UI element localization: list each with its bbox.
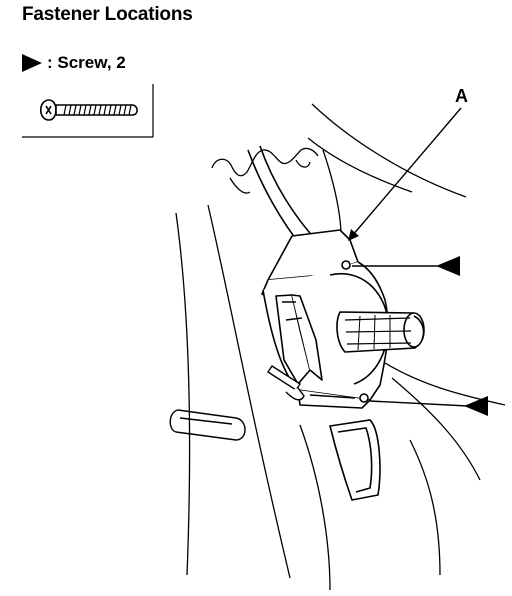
upper-screw-hole [341,260,351,270]
panel-cutout [329,419,381,501]
legend-separator: : [47,53,58,72]
filled-triangle-pointer-icon [436,256,460,276]
filled-triangle-pointer-icon [464,396,488,416]
fastener-legend: : Screw, 2 [22,51,126,75]
legend-fastener-name: Screw [57,53,107,72]
callout-leader-a [348,107,462,241]
legend-frame [22,84,154,138]
screw-icon [39,99,138,121]
legend-count: , 2 [106,53,126,72]
lower-tab [169,409,246,441]
switch-assembly [261,229,425,409]
clip-pin [267,365,305,401]
page-title: Fastener Locations [22,4,193,25]
wire-harness [247,145,317,248]
fastener-marker-lower [369,396,488,416]
filled-triangle-pointer-icon [22,54,42,72]
lower-screw-hole [359,393,369,403]
legend-text: : Screw, 2 [47,53,126,73]
fastener-marker-upper [352,256,460,276]
callout-label-a: A [455,86,468,106]
